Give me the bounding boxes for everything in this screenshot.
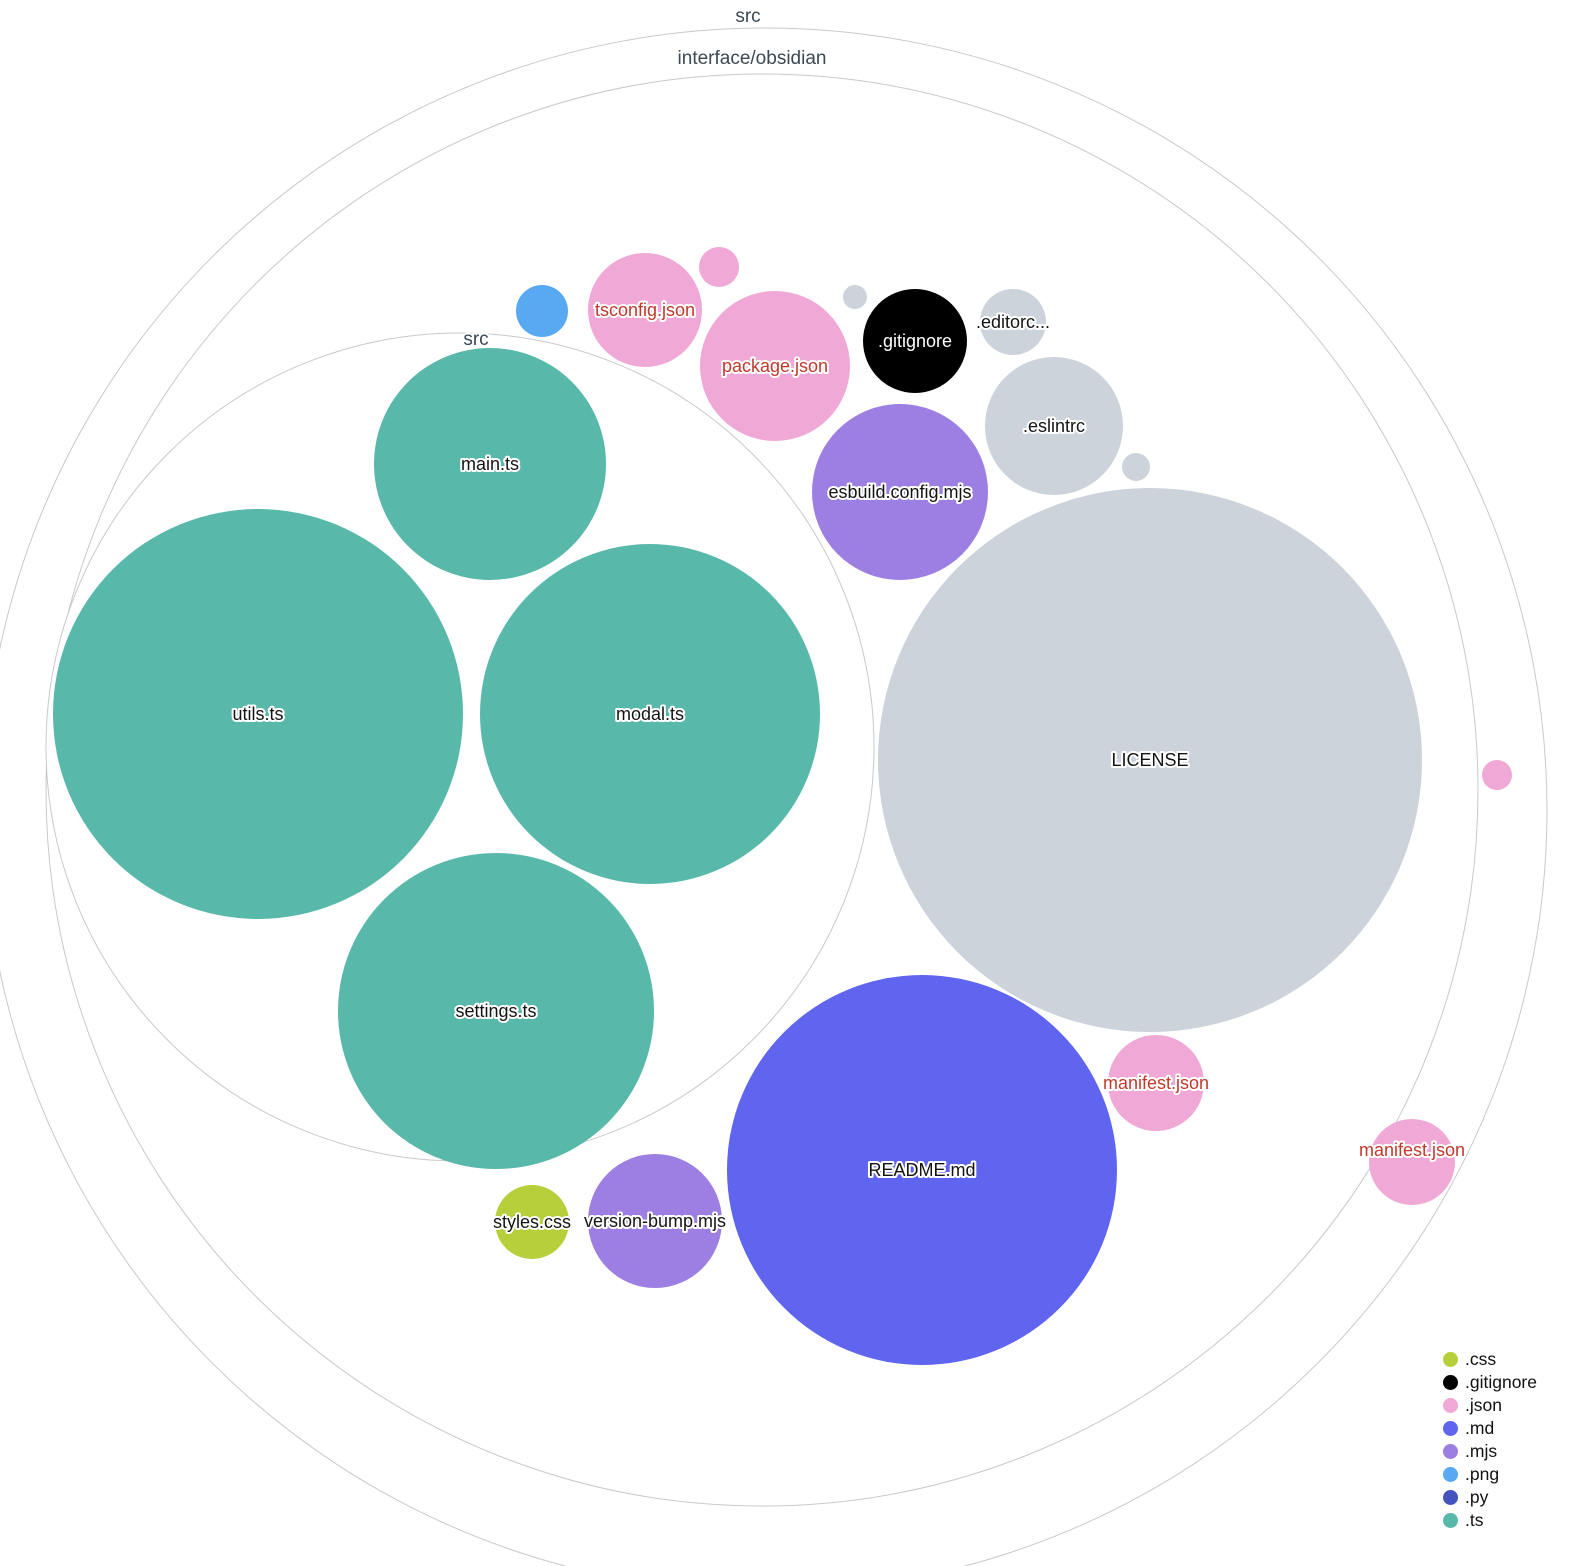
legend-item-py: .py [1443,1486,1537,1509]
file-circle-gray-dot-1[interactable] [1122,453,1150,481]
file-label-version-bump-mjs: version-bump.mjs [584,1211,726,1231]
file-circle-tsconfig-json[interactable] [588,253,702,367]
legend-swatch-ts [1443,1513,1458,1528]
file-circle-esbuild-config-mjs[interactable] [812,404,988,580]
legend-item-css: .css [1443,1348,1537,1371]
legend-label-gitignore: .gitignore [1465,1372,1537,1392]
folder-label-src-inner: src [463,329,488,350]
legend-label-ts: .ts [1465,1510,1484,1530]
legend-label-py: .py [1465,1487,1489,1507]
file-circle-utils-ts[interactable] [53,509,463,919]
file-label-styles-css: styles.css [493,1212,571,1232]
legend-label-md: .md [1465,1418,1495,1438]
file-label-manifest-json-outer: manifest.json [1359,1140,1465,1160]
file-label-eslintrc: .eslintrc [1023,416,1085,436]
file-circle-json-dot-outer[interactable] [1482,760,1512,790]
file-label-utils-ts: utils.ts [232,704,283,724]
folder-label-interface-obsidian: interface/obsidian [678,48,827,69]
file-label-readme-md: README.md [868,1160,975,1180]
legend-swatch-png [1443,1467,1458,1482]
legend-swatch-gitignore [1443,1375,1458,1390]
file-circle-manifest-json-outer[interactable] [1369,1119,1455,1205]
file-circle-license[interactable] [878,488,1422,1032]
legend-item-ts: .ts [1443,1509,1537,1532]
file-label-esbuild-config-mjs: esbuild.config.mjs [828,482,971,502]
legend-label-mjs: .mjs [1465,1441,1498,1461]
file-circle-eslintrc[interactable] [985,357,1123,495]
file-label-editorconfig: .editorc... [976,312,1050,332]
file-label-manifest-json: manifest.json [1103,1073,1209,1093]
legend-label-json: .json [1465,1395,1502,1415]
legend-item-json: .json [1443,1394,1537,1417]
legend: .css .gitignore .json .md .mjs .png .py .ts [1443,1348,1537,1532]
file-label-package-json: package.json [722,356,828,376]
file-circle-settings-ts[interactable] [338,853,654,1169]
file-circle-version-bump-mjs[interactable] [588,1154,722,1288]
file-label-gitignore: .gitignore [878,331,952,351]
legend-item-gitignore: .gitignore [1443,1371,1537,1394]
file-circle-gitignore[interactable] [863,289,967,393]
file-circle-readme-md[interactable] [727,975,1117,1365]
file-circle-editorconfig[interactable] [980,289,1046,355]
file-circle-png-file[interactable] [516,285,568,337]
file-circle-package-json[interactable] [700,291,850,441]
file-circle-gray-dot-2[interactable] [843,285,867,309]
legend-label-png: .png [1465,1464,1500,1484]
legend-label-css: .css [1465,1349,1497,1369]
legend-item-md: .md [1443,1417,1537,1440]
file-circle-main-ts[interactable] [374,348,606,580]
legend-item-mjs: .mjs [1443,1440,1537,1463]
file-label-modal-ts: modal.ts [616,704,684,724]
file-label-tsconfig-json: tsconfig.json [595,300,695,320]
file-label-main-ts: main.ts [461,454,519,474]
legend-swatch-json [1443,1398,1458,1413]
file-label-license: LICENSE [1111,750,1188,770]
file-circle-manifest-json[interactable] [1108,1035,1204,1131]
file-circle-styles-css[interactable] [495,1185,569,1259]
legend-swatch-mjs [1443,1444,1458,1459]
file-circle-json-dot-1[interactable] [699,247,739,287]
legend-swatch-css [1443,1352,1458,1367]
file-label-settings-ts: settings.ts [455,1001,536,1021]
folder-label-src-root: src [735,6,760,27]
legend-swatch-py [1443,1490,1458,1505]
legend-item-png: .png [1443,1463,1537,1486]
legend-swatch-md [1443,1421,1458,1436]
file-circle-modal-ts[interactable] [480,544,820,884]
